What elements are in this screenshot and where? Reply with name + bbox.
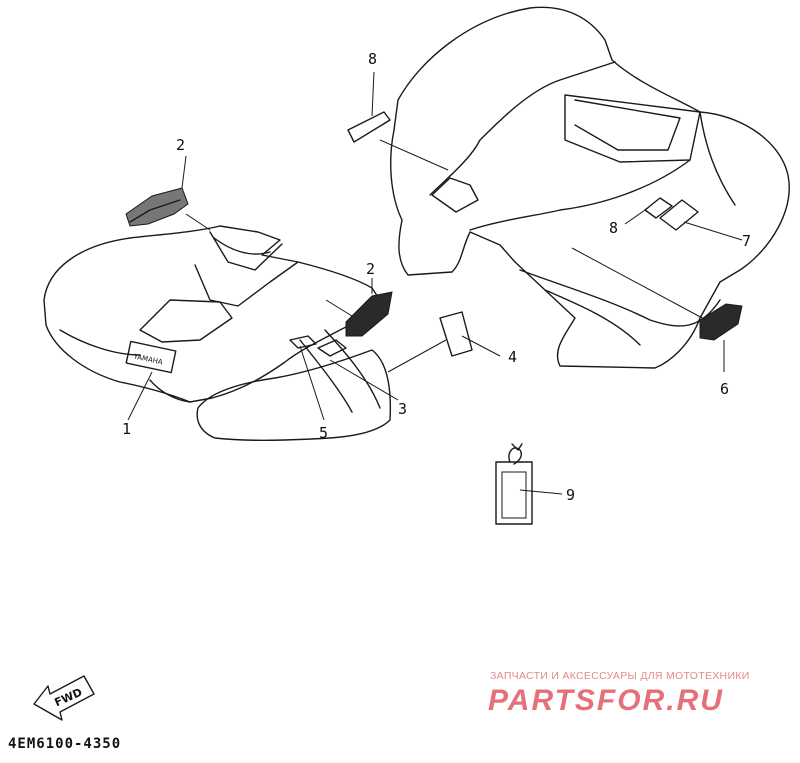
callout-2b: 2 <box>366 260 375 278</box>
callout-9: 9 <box>566 486 575 504</box>
decal-part-7 <box>659 199 699 231</box>
decal-part-5 <box>289 335 317 349</box>
callout-7: 7 <box>742 232 751 250</box>
callout-5: 5 <box>319 424 328 442</box>
yamaha-emblem: YAMAHA <box>125 340 177 374</box>
strip-part-8-top <box>347 111 391 143</box>
callout-8a: 8 <box>368 50 377 68</box>
callout-3: 3 <box>398 400 407 418</box>
front-fender <box>43 225 392 441</box>
callout-8b: 8 <box>609 219 618 237</box>
callout-1: 1 <box>122 420 131 438</box>
callout-6: 6 <box>720 380 729 398</box>
tag-part-9 <box>495 443 533 525</box>
callout-4: 4 <box>508 348 517 366</box>
badge-text: YAMAHA <box>132 352 164 366</box>
diagram-part-number: 4EM6100-4350 <box>8 736 122 752</box>
fwd-arrow-icon: FWD <box>33 675 95 721</box>
sheet-part-4 <box>439 311 473 357</box>
leader-lines <box>127 71 743 495</box>
decal-part-2-right <box>345 291 393 337</box>
watermark-tagline: ЗАПЧАСТИ И АКСЕССУАРЫ ДЛЯ МОТОТЕХНИКИ <box>490 670 750 682</box>
emblem-part-6 <box>699 303 743 341</box>
watermark-logo: PARTSFOR.RU <box>488 684 724 717</box>
callout-2a: 2 <box>176 136 185 154</box>
decal-part-8-right <box>644 197 673 219</box>
decal-part-3 <box>317 339 347 357</box>
callout-labels: 2 2 1 3 4 5 6 7 8 8 9 <box>122 50 751 504</box>
fwd-label: FWD <box>53 686 85 710</box>
